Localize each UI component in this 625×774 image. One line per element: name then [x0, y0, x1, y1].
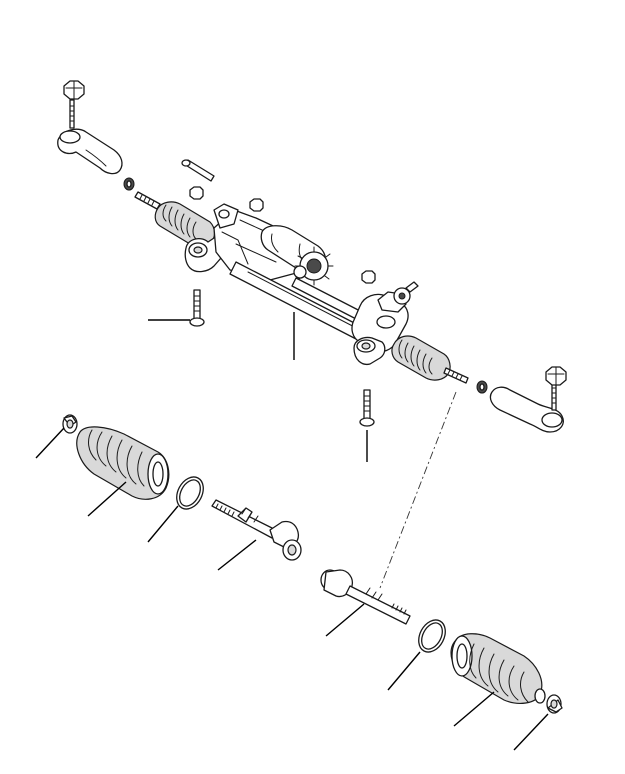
- right-outer-boot-clamp: [546, 694, 563, 714]
- upper-long-bolt: [181, 159, 215, 182]
- right-mount-bolt: [359, 389, 375, 427]
- right-inner-tie-rod: [320, 569, 411, 625]
- callout-leader-right-inner-clamp: [387, 651, 421, 691]
- left-mount-nut: [189, 186, 204, 200]
- right-steering-boot: [450, 633, 546, 704]
- right-mount-nut: [361, 270, 376, 284]
- callout-leader-right-inner-tie-rod: [325, 603, 365, 637]
- right-inner-boot-clamp: [418, 619, 446, 653]
- steering-rack-housing: [184, 203, 419, 366]
- right-jam-nut: [476, 380, 488, 394]
- callout-leader-left-boot: [87, 481, 127, 517]
- callout-leader-left-clamp: [35, 427, 65, 459]
- callout-leader-left-inner-tie-rod: [217, 539, 257, 571]
- right-rack-bellows: [391, 335, 451, 381]
- right-mount-nut-small: [249, 198, 264, 212]
- right-tie-rod-end: [489, 381, 564, 433]
- alignment-centerline: [379, 391, 457, 589]
- callout-leader-left-inner-clamp: [147, 505, 179, 543]
- left-tie-rod-end-nut: [63, 80, 85, 100]
- left-tie-rod-thread: [134, 191, 161, 210]
- left-steering-boot: [76, 426, 170, 500]
- callout-leader-right-boot: [453, 691, 495, 727]
- left-inner-tie-rod: [211, 499, 302, 561]
- right-tie-rod-end-nut: [545, 366, 567, 386]
- left-inner-boot-clamp: [176, 476, 204, 510]
- left-tie-rod-end: [57, 99, 123, 175]
- callout-leader-right-clamp: [513, 713, 549, 751]
- left-mount-bolt: [189, 289, 205, 327]
- left-jam-nut: [123, 177, 135, 191]
- right-tie-rod-thread: [443, 367, 469, 384]
- left-outer-boot-clamp: [62, 414, 78, 434]
